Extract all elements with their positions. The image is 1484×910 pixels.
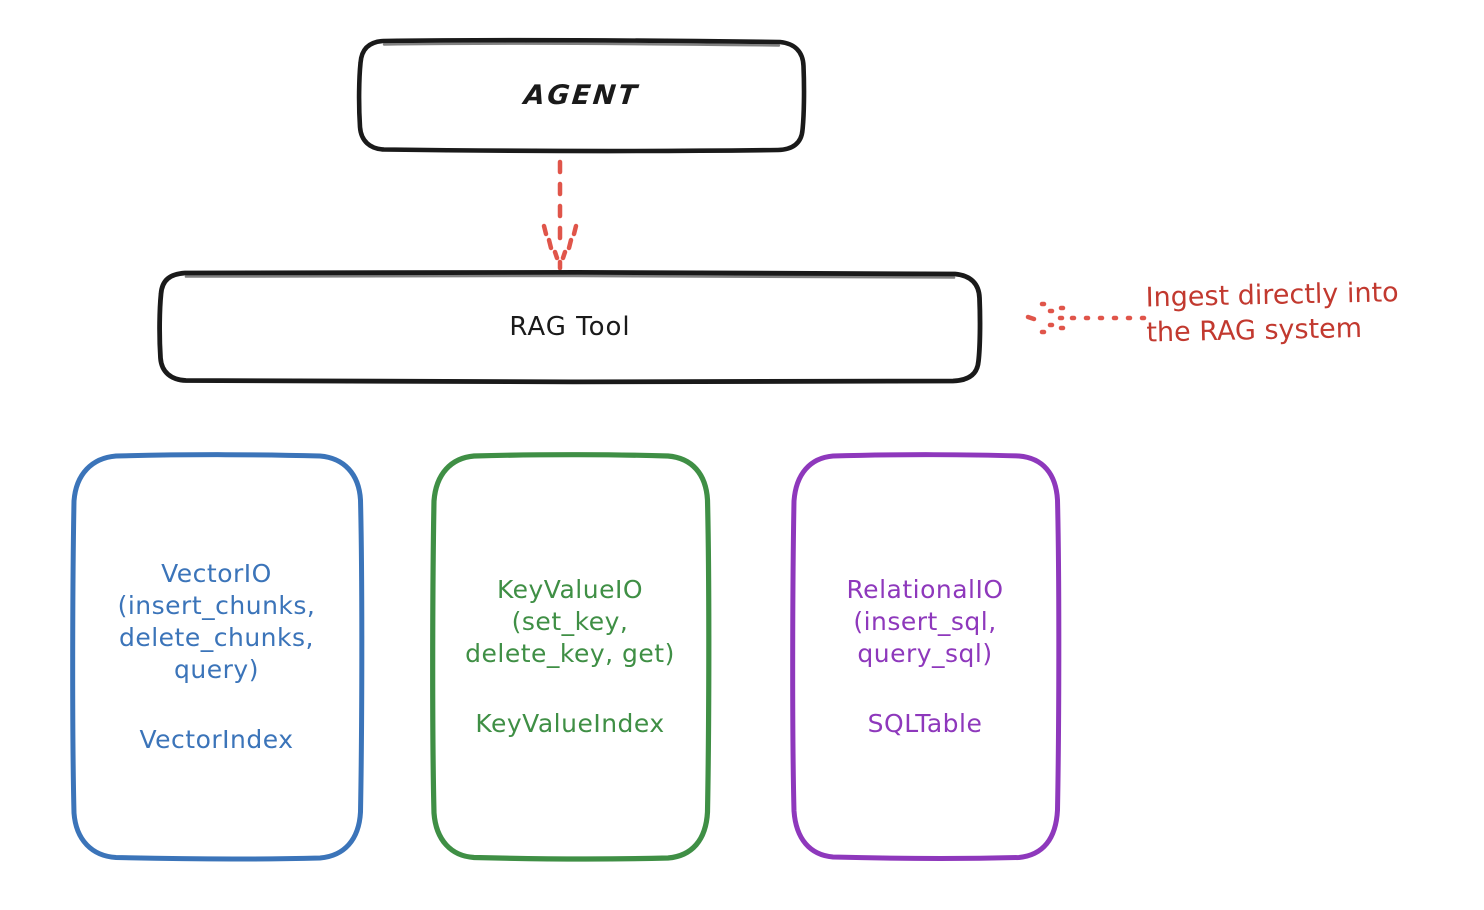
vector-io-title: VectorIO (insert_chunks, delete_chunks, … [117,559,316,684]
connector-arrowhead-dash [552,249,560,261]
key-value-io-subtitle: KeyValueIndex [475,709,665,738]
connector-arrowhead-dash [541,223,549,237]
connector-arrowhead-dash [546,237,554,251]
connector-arrowhead-dash [560,249,568,261]
ingest-annotation-text: Ingest directly into the RAG system [1145,277,1399,348]
annotation-arrow-tip [1025,314,1037,322]
relational-io-subtitle: SQLTable [867,709,983,738]
node-rag-tool[interactable]: RAG Tool [157,269,983,385]
key-value-io-title: KeyValueIO (set_key, delete_key, get) [465,575,675,668]
connector-arrowhead-dash [566,237,574,251]
node-key-value-io[interactable]: KeyValueIO (set_key, delete_key, get) Ke… [428,452,712,862]
node-vector-io[interactable]: VectorIO (insert_chunks, delete_chunks, … [68,452,365,862]
ingest-annotation-arrow [1020,296,1150,340]
connector-agent-to-rag-tool [505,158,615,271]
connector-arrowhead-dash [571,223,579,237]
node-relational-io[interactable]: RelationalIO (insert_sql, query_sql) SQL… [788,452,1062,862]
rag-tool-label: RAG Tool [509,311,631,342]
relational-io-title: RelationalIO (insert_sql, query_sql) [846,575,1004,668]
agent-label: AGENT [522,79,641,111]
vector-io-subtitle: VectorIndex [139,725,294,754]
node-agent[interactable]: AGENT [356,37,807,154]
